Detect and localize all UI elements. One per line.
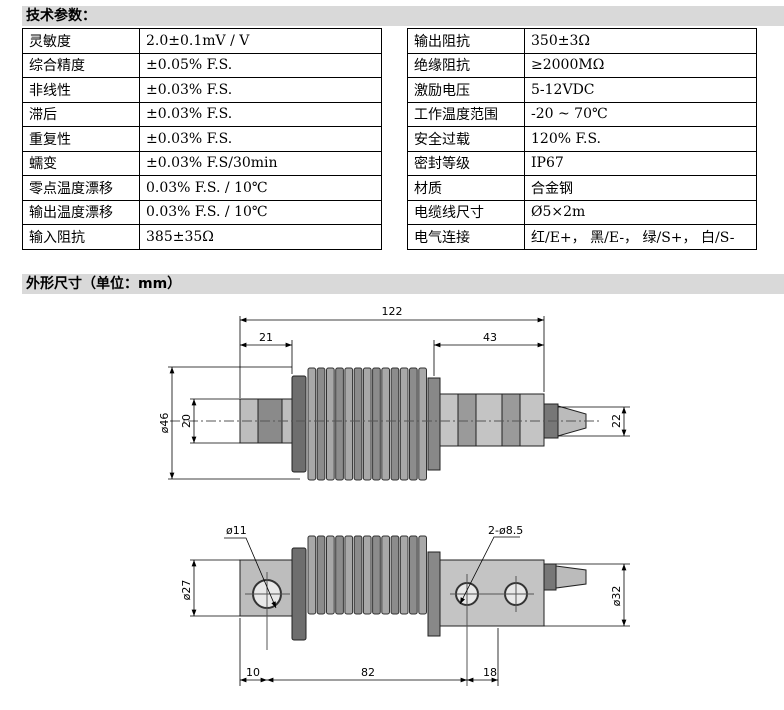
right-flange-2 — [427, 551, 441, 637]
spec-value: ±0.03% F.S. — [139, 126, 382, 152]
dim-diameter-32: ø32 — [610, 586, 623, 607]
dim-total-length: 122 — [382, 305, 403, 318]
left-flange-2 — [291, 547, 307, 641]
dim-bottom-82: 82 — [361, 666, 375, 679]
bellows-rib — [381, 367, 390, 481]
top-view-drawing — [239, 535, 587, 686]
bellows-rib — [335, 367, 344, 481]
bellows-rib — [399, 535, 409, 615]
dim-right-stub: 43 — [483, 331, 497, 344]
spec-value: 0.03% F.S. / 10℃ — [139, 175, 382, 201]
spec-key: 综合精度 — [22, 52, 140, 78]
bellows-rib — [344, 535, 354, 615]
right-stub — [439, 393, 545, 447]
spec-row: 滞后±0.03% F.S. — [22, 101, 382, 127]
spec-value: IP67 — [524, 150, 757, 176]
bellows-body — [307, 367, 427, 481]
dim-bottom-18: 18 — [483, 666, 497, 679]
spec-value: ±0.03% F.S. — [139, 77, 382, 103]
spec-key: 灵敏度 — [22, 28, 140, 54]
spec-row: 综合精度±0.05% F.S. — [22, 52, 382, 78]
bellows-rib — [326, 367, 335, 481]
specs-section-title: 技术参数： — [22, 6, 784, 26]
spec-value: 385±35Ω — [139, 224, 382, 250]
bellows-rib — [362, 535, 372, 615]
dim-diameter-27: ø27 — [180, 580, 193, 601]
bellows-rib — [409, 535, 418, 615]
bellows-rib — [418, 535, 427, 615]
spec-key: 电缆线尺寸 — [407, 199, 525, 225]
spec-row: 重复性±0.03% F.S. — [22, 126, 382, 152]
spec-row: 工作温度范围-20 ~ 70℃ — [407, 101, 757, 127]
right-flange — [427, 377, 441, 471]
bellows-rib — [409, 367, 418, 481]
bellows-rib — [381, 535, 390, 615]
spec-value: ±0.05% F.S. — [139, 52, 382, 78]
spec-value: 5-12VDC — [524, 77, 757, 103]
bellows-rib — [307, 535, 317, 615]
spec-key: 安全过载 — [407, 126, 525, 152]
spec-key: 密封等级 — [407, 150, 525, 176]
spec-row: 材质合金钢 — [407, 175, 757, 201]
bellows-rib — [362, 367, 372, 481]
dim-diameter-22: 22 — [610, 414, 623, 428]
spec-value: 120% F.S. — [524, 126, 757, 152]
cable-gland-tip-2 — [555, 565, 587, 589]
spec-value: 350±3Ω — [524, 28, 757, 54]
bellows-rib — [316, 535, 326, 615]
bellows-rib — [344, 367, 354, 481]
spec-value: 红/E+， 黑/E-， 绿/S+， 白/S- — [524, 224, 757, 250]
bellows-rib — [335, 535, 344, 615]
dim-bottom-10: 10 — [246, 666, 260, 679]
spec-value: ±0.03% F.S. — [139, 101, 382, 127]
bellows-rib — [326, 535, 335, 615]
dim-diameter-20: 20 — [180, 414, 193, 428]
spec-key: 输入阻抗 — [22, 224, 140, 250]
bellows-rib — [307, 367, 317, 481]
bellows-rib — [390, 367, 400, 481]
cable-gland-2 — [543, 563, 557, 591]
dim-left-stub: 21 — [259, 331, 273, 344]
bellows-rib — [316, 367, 326, 481]
spec-row: 绝缘阻抗≥2000MΩ — [407, 52, 757, 78]
bellows-rib — [418, 367, 427, 481]
spec-value: 0.03% F.S. / 10℃ — [139, 199, 382, 225]
spec-row: 非线性±0.03% F.S. — [22, 77, 382, 103]
bellows-body-2 — [307, 535, 427, 615]
dim-holes-85: 2-ø8.5 — [488, 524, 523, 537]
spec-key: 工作温度范围 — [407, 101, 525, 127]
spec-value: ≥2000MΩ — [524, 52, 757, 78]
bellows-rib — [390, 535, 400, 615]
bellows-rib — [372, 535, 381, 615]
spec-key: 非线性 — [22, 77, 140, 103]
bellows-rib — [353, 367, 363, 481]
spec-key: 绝缘阻抗 — [407, 52, 525, 78]
dim-diameter-46: ø46 — [158, 413, 171, 434]
dimensions-section-title: 外形尺寸（单位：mm） — [22, 274, 784, 294]
spec-key: 滞后 — [22, 101, 140, 127]
spec-key: 零点温度漂移 — [22, 175, 140, 201]
bellows-rib — [353, 535, 363, 615]
spec-value: -20 ~ 70℃ — [524, 101, 757, 127]
spec-key: 激励电压 — [407, 77, 525, 103]
left-flange — [291, 375, 307, 473]
dim-hole-11: ø11 — [226, 524, 247, 537]
bellows-rib — [399, 367, 409, 481]
side-view-drawing — [170, 367, 600, 481]
bellows-rib — [372, 367, 381, 481]
spec-key: 电气连接 — [407, 224, 525, 250]
spec-row: 电气连接红/E+， 黑/E-， 绿/S+， 白/S- — [407, 224, 757, 250]
